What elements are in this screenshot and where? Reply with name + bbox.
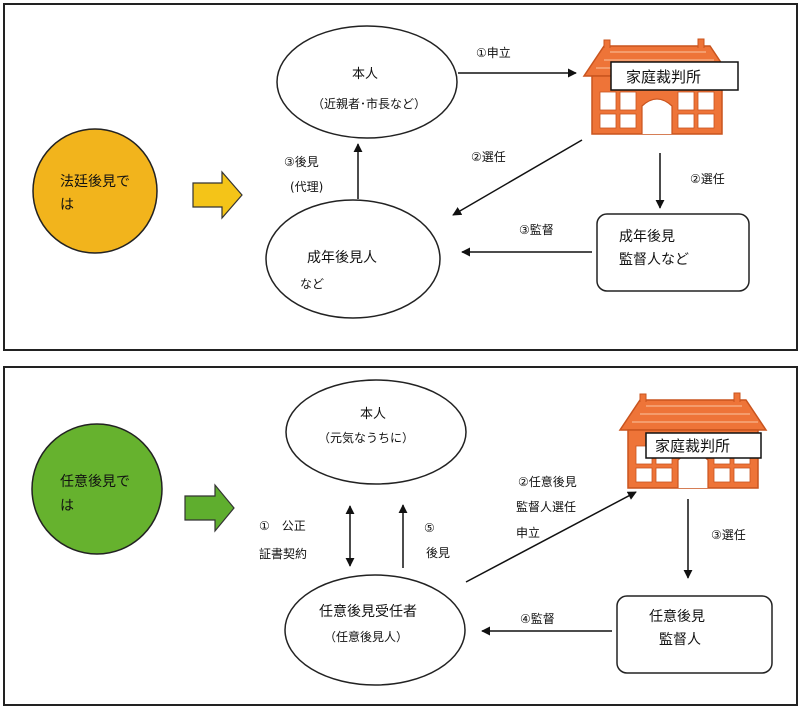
court-label-bottom: 家庭裁判所 xyxy=(655,437,730,455)
statutory-circle-label-2: は xyxy=(60,197,74,213)
principal-title-top: 本人 xyxy=(352,67,378,82)
supervise-label-bottom: ④監督 xyxy=(520,611,555,626)
principal-ellipse-top xyxy=(276,25,458,139)
appoint-label-bottom: ③選任 xyxy=(711,528,746,542)
act-label-top-1: ③後見 xyxy=(284,155,319,169)
statutory-guardianship-circle xyxy=(32,128,158,254)
principal-title-bottom: 本人 xyxy=(360,407,386,422)
appoint-guardian-arrow xyxy=(452,139,583,216)
guardian-title: 成年後見人 xyxy=(307,250,377,266)
supervisor-box-bottom xyxy=(616,595,773,674)
supervisor-top-line-1: 成年後見 xyxy=(619,229,675,245)
statutory-circle-label-1: 法廷後見で xyxy=(60,174,130,190)
agent-title: 任意後見受任者 xyxy=(319,603,417,620)
voluntary-circle-label-1: 任意後見で xyxy=(60,473,130,490)
principal-sub-bottom: （元気なうちに） xyxy=(318,430,414,445)
petition-label-top: ①申立 xyxy=(476,45,511,60)
act-label-bottom-1: ⑤ xyxy=(424,521,435,535)
agent-ellipse xyxy=(284,574,466,686)
supervisor-bottom-line-1: 任意後見 xyxy=(649,608,705,625)
yellow-block-arrow xyxy=(192,170,243,220)
court-label-box-bottom xyxy=(645,432,762,459)
contract-label-1: ① 公正 xyxy=(259,519,306,533)
appoint-supervisor-label-top: ②選任 xyxy=(690,172,725,186)
petition-label-bottom-1: ②任意後見 xyxy=(518,474,577,489)
supervisor-top-line-2: 監督人など xyxy=(619,251,689,268)
green-block-arrow xyxy=(184,483,235,533)
contract-label-2: 証書契約 xyxy=(259,546,307,561)
act-label-top-2: (代理) xyxy=(290,180,323,194)
appoint-guardian-label: ②選任 xyxy=(471,150,506,164)
voluntary-circle-label-2: は xyxy=(60,498,74,514)
act-label-bottom-2: 後見 xyxy=(426,546,450,560)
guardian-ellipse xyxy=(265,199,441,319)
principal-sub-top: （近親者･市長など） xyxy=(312,96,426,111)
petition-label-bottom-3: 申立 xyxy=(516,525,540,540)
agent-sub: （任意後見人） xyxy=(324,629,408,644)
petition-arrow-bottom xyxy=(465,491,637,583)
court-label-top: 家庭裁判所 xyxy=(626,68,701,86)
supervise-label-top: ③監督 xyxy=(519,222,554,237)
supervisor-bottom-line-2: 監督人 xyxy=(659,631,701,648)
petition-label-bottom-2: 監督人選任 xyxy=(516,499,576,514)
principal-ellipse-bottom xyxy=(285,379,467,485)
voluntary-guardianship-circle xyxy=(31,423,163,555)
supervisor-box-top xyxy=(596,213,750,292)
guardian-sub: など xyxy=(300,277,324,291)
court-label-box-top xyxy=(610,61,739,91)
